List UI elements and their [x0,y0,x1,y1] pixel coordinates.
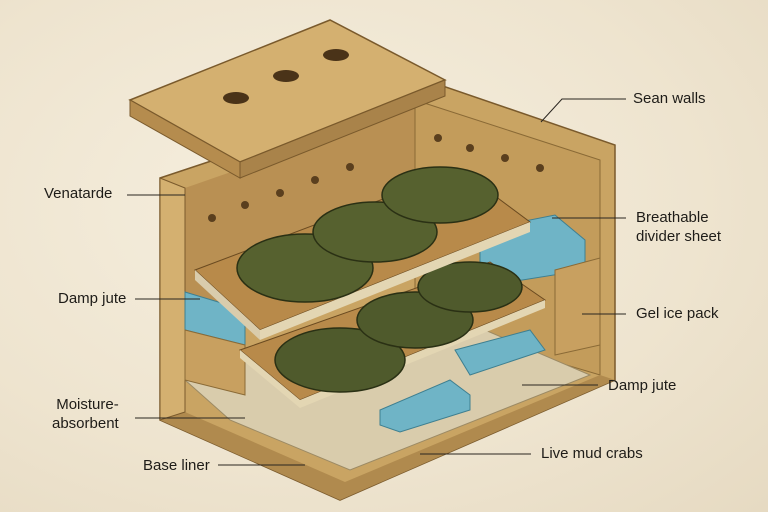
lower-tray-edge [240,350,300,408]
upper-crabs [236,166,499,303]
left-side-block [184,329,246,396]
label-moisture-absorbent: Moisture- absorbent [52,395,119,433]
label-base-liner: Base liner [143,457,210,474]
label-seam-walls: Sean walls [633,90,706,107]
label-damp-jute-left: Damp jute [58,290,127,307]
side-block [554,257,601,356]
label-breathable-divider: Breathable divider sheet [636,208,721,246]
label-live-mud-crabs: Live mud crabs [541,445,643,462]
label-gel-ice-pack: Gel ice pack [636,305,719,322]
lid-vent-holes [223,49,349,104]
label-moisture-absorbent-line1: Moisture- [56,396,119,413]
label-damp-jute-right: Damp jute [608,377,677,394]
leader-lines [127,98,626,466]
box-front-rim [160,375,615,500]
upper-tray-side [195,270,260,340]
label-breathable-divider-line1: Breathable [636,209,709,226]
box-lid-side [239,79,446,179]
upper-tray-front [260,222,530,340]
label-moisture-absorbent-line2: absorbent [52,415,119,432]
lower-crabs [274,261,523,393]
vent-holes [208,134,544,222]
label-venatarde: Venatarde [44,185,113,202]
label-breathable-divider-line2: divider sheet [636,228,722,245]
